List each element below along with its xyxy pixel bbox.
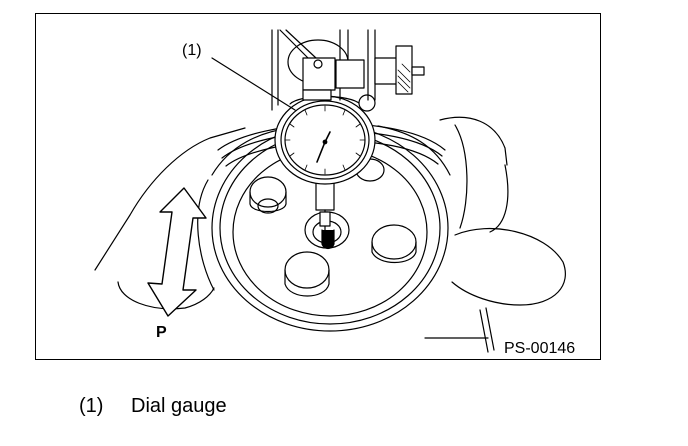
rod-1 xyxy=(479,309,489,353)
bolt-boss-bottom xyxy=(284,251,330,297)
gauge-knob xyxy=(358,94,376,112)
figure-code: PS-00146 xyxy=(504,340,576,357)
double-headed-arrow-icon xyxy=(147,187,207,317)
direction-label: P xyxy=(156,324,167,341)
housing-left-lower xyxy=(117,281,215,310)
housing-right-edge xyxy=(489,164,509,233)
bolt-boss-right xyxy=(371,224,417,264)
gauge-holder xyxy=(271,29,425,111)
housing-right-lower xyxy=(451,228,566,306)
housing-outline-right xyxy=(439,116,508,166)
callout-leader xyxy=(211,57,296,111)
dial-ticks xyxy=(284,105,366,175)
rod-2 xyxy=(485,307,495,351)
bolt-boss-top-left xyxy=(249,176,287,214)
gauge-stem xyxy=(315,181,335,241)
housing-right-inner xyxy=(454,124,468,229)
callout-ref-label: (1) xyxy=(182,42,202,59)
legend-number: (1) xyxy=(79,395,104,417)
legend-text: Dial gauge xyxy=(131,395,227,417)
dial-needle xyxy=(316,141,326,163)
figure-frame xyxy=(35,13,601,360)
legend: (1) Dial gauge xyxy=(79,396,227,416)
housing-left-body xyxy=(197,179,215,291)
dial-gauge xyxy=(274,95,376,185)
housing-outline-left xyxy=(94,127,246,271)
